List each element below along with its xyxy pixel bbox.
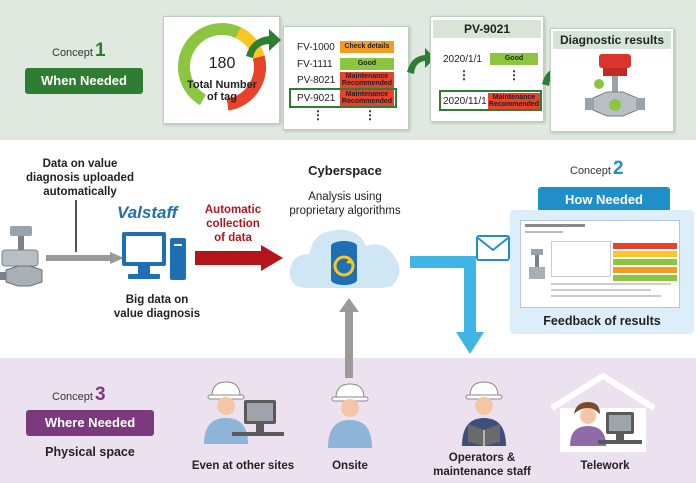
- history-date: 2020/11/1: [443, 96, 487, 107]
- cyberspace-title: Cyberspace: [308, 163, 382, 178]
- tag-name: PV-8021: [297, 75, 336, 86]
- history-date: 2020/1/1: [443, 54, 482, 65]
- telework-house-icon: [550, 372, 656, 452]
- tag-name: PV-9021: [297, 93, 336, 104]
- concept3-badge: Where Needed: [26, 410, 154, 436]
- auto-collect-caption: Automatic collection of data: [204, 204, 262, 244]
- valve-icon: [585, 54, 645, 117]
- upload-caption: Data on value diagnosis uploaded automat…: [26, 158, 134, 198]
- location-label: Onsite: [332, 460, 368, 472]
- history-status-badge: Good: [490, 53, 538, 65]
- ellipsis: ⋮: [312, 108, 324, 122]
- concept1-badge: When Needed: [25, 68, 143, 94]
- upload-leader-line: [75, 200, 77, 252]
- location-label: Even at other sites: [191, 460, 295, 472]
- upload-arrow: [46, 252, 124, 264]
- big-data-caption: Big data on value diagnosis: [113, 294, 201, 320]
- worker-at-other-site-icon: [204, 381, 284, 444]
- ellipsis: ⋮: [458, 68, 470, 82]
- concept3-subtitle: Physical space: [45, 445, 135, 459]
- history-status-badge: Maintenance Recommended: [488, 93, 540, 109]
- onsite-upload-arrow: [339, 298, 359, 378]
- tag-status-badge: Good: [340, 58, 394, 70]
- feedback-caption: Feedback of results: [543, 314, 661, 328]
- tag-name: FV-1000: [297, 42, 335, 53]
- ellipsis: ⋮: [508, 68, 520, 82]
- location-label: Operators & maintenance staff: [433, 452, 531, 478]
- tag-status-badge: Maintenance Recommended: [340, 90, 394, 106]
- diagnostic-header: [553, 31, 671, 49]
- mail-icon: [476, 235, 510, 261]
- computer-icon: [122, 232, 186, 280]
- valstaff-logo: Valstaff: [117, 203, 178, 222]
- history-header: [433, 20, 541, 38]
- field-valve-icon: [0, 226, 43, 287]
- flow-arrow-2: [407, 48, 435, 74]
- cyberspace-subtitle: Analysis using proprietary algorithms: [289, 191, 401, 217]
- report-valve-icon: [529, 249, 545, 279]
- donut-count: 180: [208, 55, 236, 72]
- history-title: PV-9021: [463, 22, 511, 36]
- tag-status-badge: Maintenance Recommended: [340, 72, 394, 88]
- feedback-arrow: [410, 256, 484, 354]
- location-label: Telework: [580, 460, 630, 472]
- auto-collect-arrow: [195, 245, 283, 271]
- tag-name: FV-1111: [297, 59, 333, 70]
- donut-label: Total Number of tag: [186, 79, 258, 103]
- selected-history-outline: [439, 90, 542, 111]
- donut-chart: [178, 22, 266, 111]
- onsite-worker-icon: [328, 383, 372, 448]
- flow-arrow-1: [246, 29, 281, 58]
- tag-status-badge: Check details: [340, 41, 394, 53]
- operator-reading-icon: [462, 381, 506, 446]
- ellipsis: ⋮: [364, 108, 376, 122]
- feedback-report-thumbnail: [520, 220, 680, 308]
- selected-tag-outline: [289, 88, 397, 108]
- cloud-icon: [289, 229, 400, 288]
- concept2-badge: How Needed: [538, 187, 670, 213]
- diagnostic-title: Diagnostic results: [559, 33, 665, 47]
